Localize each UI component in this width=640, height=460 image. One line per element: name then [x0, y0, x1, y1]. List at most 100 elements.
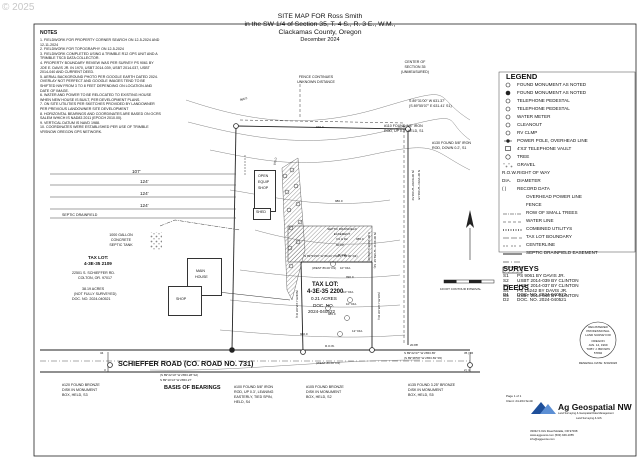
mon-130-label-2: ROD, DOWN 0.2', S1: [432, 146, 467, 150]
east-line-label-1: S 00°36'00" E 689.66': [367, 232, 371, 262]
dia-label-4: 10" DIA.: [346, 302, 358, 306]
tax-lot-left-num: 4-3E-35 2109: [84, 261, 112, 266]
note-line: 6. WATER AND POWER TO BE RELOCATED TO EX…: [40, 93, 152, 98]
row-label-1: 107': [132, 169, 141, 174]
row-label-3: 124': [140, 191, 149, 196]
sheet-client: Client: 24-264 Smith: [506, 399, 534, 403]
note-line: 2. FIELDWORK FOR TOPOGRAPHY ON 12-5-2024: [40, 47, 124, 52]
title-line-1: SITE MAP FOR Ross Smith: [277, 13, 363, 20]
schieffer-road: [40, 349, 480, 373]
title-line-3: Clackamas County, Oregon: [278, 29, 362, 36]
north-arrow: [466, 210, 474, 260]
contour-lines: [149, 94, 471, 371]
survey-label: USBT 2014-037 BY CLINTON: [517, 283, 579, 288]
legend-label: FOUND MONUMENT AS NOTED: [517, 90, 587, 95]
drainfield-rows: [50, 173, 236, 219]
tax-lot-main-num: 4-3E-35 2200: [307, 289, 344, 295]
tax-lot-main-acres: 0.21 ACRES: [311, 296, 337, 301]
legend-label: SEPTIC DRAINFIELD EASEMENT: [526, 250, 598, 255]
center-section-label-1: CENTER OF: [404, 60, 426, 64]
legend-symbols: [502, 82, 523, 274]
mon-135-label-1: #135 FOUND 3.25" BRONZE: [408, 383, 456, 387]
title-line-4: December 2024: [300, 37, 340, 43]
main-house-label-1: MAIN: [196, 269, 205, 273]
company-logo: [531, 402, 556, 414]
basis-of-bearings-label: BASIS OF BEARINGS: [164, 385, 221, 391]
septic-drainfield-label: SEPTIC DRAINFIELD: [62, 213, 98, 217]
tax-lot-main-doc-1: DOC. NO.: [313, 303, 334, 308]
note-line: 8. HORIZONTAL BEARINGS AND COORDINATES A…: [40, 111, 161, 116]
contour-label-8: 980.0: [300, 332, 308, 336]
mon-105-label-2: DISK IN MONUMENT: [306, 390, 342, 394]
legend-label: DIAMETER: [517, 178, 541, 183]
septic-tank-label-3: SEPTIC TANK: [109, 243, 133, 247]
dia-label-5: 12" DIA.: [352, 329, 364, 333]
gravel-area: [150, 232, 162, 250]
legend-label: RV CLMP: [517, 130, 538, 135]
fence-note-2: UNKNOWN DISTANCE: [297, 80, 335, 84]
monument-markers: [107, 123, 473, 368]
tax-lot-left-area-3: DOC. NO. 2024-040521: [72, 297, 111, 301]
south-line-label: (SOUTH 135.00' D1): [377, 292, 381, 320]
main-house-label-2: HOUSE: [195, 275, 208, 279]
contour-label-5: 985.0: [356, 237, 364, 241]
sheet-border: [33, 23, 637, 457]
tax-lot-left-addr-2: COLTON, OR. 97017: [78, 276, 113, 280]
hatched-strip: [281, 157, 306, 301]
open-equip-label-2: EQUIP: [258, 180, 270, 184]
legend-label: CLEANOUT: [517, 122, 543, 127]
note-line: 12-11-2024: [40, 42, 59, 47]
survey-label: USBT 2014-039 BY CLINTON: [517, 278, 579, 283]
mon-100-label-4: HELD, S4: [234, 400, 250, 404]
legend-label: RECORD DATA: [517, 186, 550, 191]
section-corner-right-2: 2 | 1: [464, 368, 470, 372]
bottom-bearing-label: (WEST 86.00' D1): [316, 361, 341, 365]
survey-code: S1: [503, 273, 509, 278]
deed-code: D1: [503, 292, 509, 297]
note-line: TRIMBLE TSC5 DATA COLLECTOR.: [40, 56, 100, 61]
mon-100-label-2: ROD, UP 0.3', LEANING: [234, 390, 274, 394]
watermark: © 2025: [2, 2, 35, 13]
septic-easement-label-1: SEPTIC DRAINFIELD: [327, 227, 357, 231]
contour-label-7: 985.0: [328, 312, 336, 316]
stamp-renew: RENEWAL DATE: 6/30/2026: [578, 361, 618, 365]
legend-heading: LEGEND: [506, 72, 538, 81]
basis-bearing-2: S 89°10'14" W 2653.27': [160, 378, 192, 382]
company-name: Ag Geospatial NW: [558, 402, 632, 412]
note-line: 4. PROPERTY BOUNDARY REVIEW WAS PER SURV…: [40, 61, 154, 65]
road-name-label: SCHIEFFER ROAD (CO. ROAD NO. 731): [118, 359, 254, 368]
note-line: DATE OF IMAGE.: [40, 88, 69, 93]
company-address: 33032 S Kirk Road Molalla, OR 97038: [530, 429, 578, 433]
legend-label: OVERHEAD POWER LINE: [526, 194, 582, 199]
notes-heading: NOTES: [40, 30, 58, 36]
stamp-line-2: PROFESSIONAL: [586, 329, 610, 333]
shed-label: SHED: [256, 210, 266, 214]
tax-lot-left-head: TAX LOT:: [88, 255, 109, 260]
septic-tank-label-1: 1000 GALLON: [109, 233, 133, 237]
note-line: VRSNOW OREGON GPS NETWORK.: [40, 130, 103, 134]
tree-markers: [325, 261, 353, 337]
property-boundary: [231, 125, 409, 353]
septic-tank-label-2: CONCRETE: [110, 238, 132, 242]
mon-105-label-1: #105 FOUND BRONZE: [306, 385, 344, 389]
contour-label-2: 970.0: [316, 125, 324, 129]
note-line: 10. COORDINATES WERE ESTABLISHED PER USE…: [40, 125, 149, 130]
legend-label: COMBINED UTILITYS: [526, 226, 573, 231]
note-line: 2014-040 AND CURRENT DEED.: [40, 70, 95, 75]
dia-label-2: 10" DIA.: [340, 266, 352, 270]
title-line-2: in the SW 1/4 of Section 35, T. 4 S., R.…: [244, 21, 396, 28]
dim-2088-label: 20.88': [410, 343, 419, 347]
basis-bearing-1: (S 89°22'10" W 2653.28' S2): [160, 373, 199, 377]
note-line: 1. FIELDWORK FOR PROPERTY CORNER SEARCH …: [40, 38, 160, 42]
stamp-line-1: REGISTERED: [588, 325, 608, 329]
company-sub: Land Surveying & GIS: [576, 417, 602, 420]
legend-label: WATER METER: [517, 114, 551, 119]
sheet-page: Page 1 of 1: [506, 394, 522, 398]
legend-label: GRAVEL: [517, 162, 536, 167]
note-line: 9. VERTICAL DATUM IS NAVD 1988.: [40, 120, 100, 125]
section-corner-left-1: 34: [100, 351, 104, 355]
stamp-num: 57892: [593, 351, 603, 355]
tax-lot-main-head: TAX LOT:: [312, 282, 339, 288]
